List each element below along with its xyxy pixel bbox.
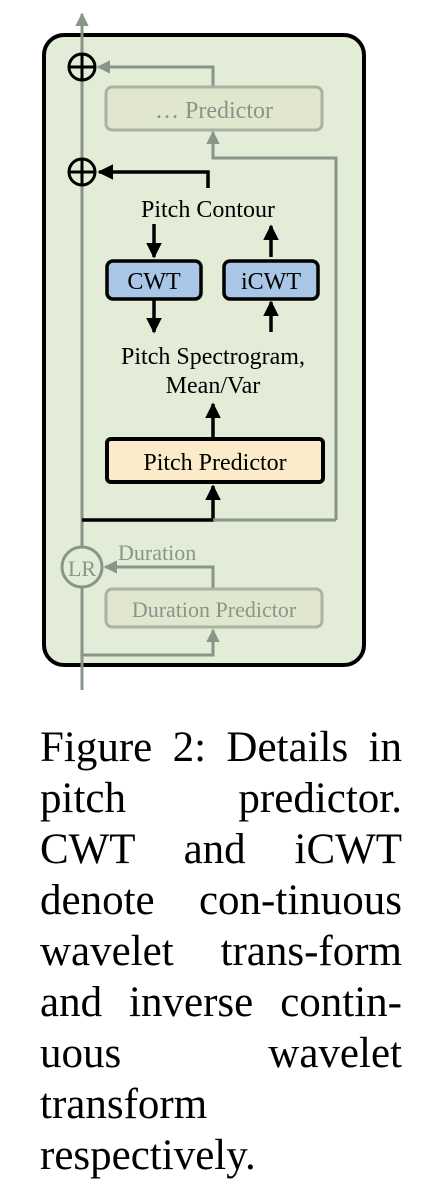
predictor-output-arrow (96, 60, 215, 87)
figure-caption-text: Details in pitch predictor. CWT and iCWT… (40, 724, 402, 1179)
figure-caption: Figure 2: Details in pitch predictor. CW… (40, 722, 402, 1181)
add-node-middle (67, 157, 97, 187)
pitch-predictor-label: Pitch Predictor (143, 450, 286, 476)
length-regulator-node (60, 545, 104, 589)
duration-predictor-input-arrow (82, 628, 220, 657)
predictor-input-arrow (206, 130, 338, 520)
pitch-spectrogram-label: Pitch Spectrogram, (121, 344, 305, 370)
module-panel (42, 33, 366, 667)
pitch-predictor-diagram: … Predictor Pitch Contour CWT iCWT Pitch… (42, 12, 366, 690)
duration-label: Duration (118, 540, 196, 565)
add-node-top (67, 52, 97, 82)
length-regulator-label: LR (68, 556, 96, 581)
variance-predictor-box (104, 85, 324, 132)
variance-predictor-label: … Predictor (155, 98, 273, 124)
icwt-box (222, 259, 320, 301)
cwt-box (105, 259, 203, 301)
duration-predictor-box (104, 587, 324, 629)
pitch-predictor-box (105, 437, 325, 484)
pitch-contour-label: Pitch Contour (141, 197, 275, 223)
duration-arrow (103, 560, 215, 589)
cwt-label: CWT (127, 269, 181, 295)
figure-label: Figure 2: (40, 724, 207, 771)
pitch-contour-add-arrow (97, 164, 210, 188)
duration-predictor-label: Duration Predictor (132, 597, 297, 622)
mean-var-label: Mean/Var (166, 373, 261, 399)
icwt-label: iCWT (241, 269, 301, 295)
